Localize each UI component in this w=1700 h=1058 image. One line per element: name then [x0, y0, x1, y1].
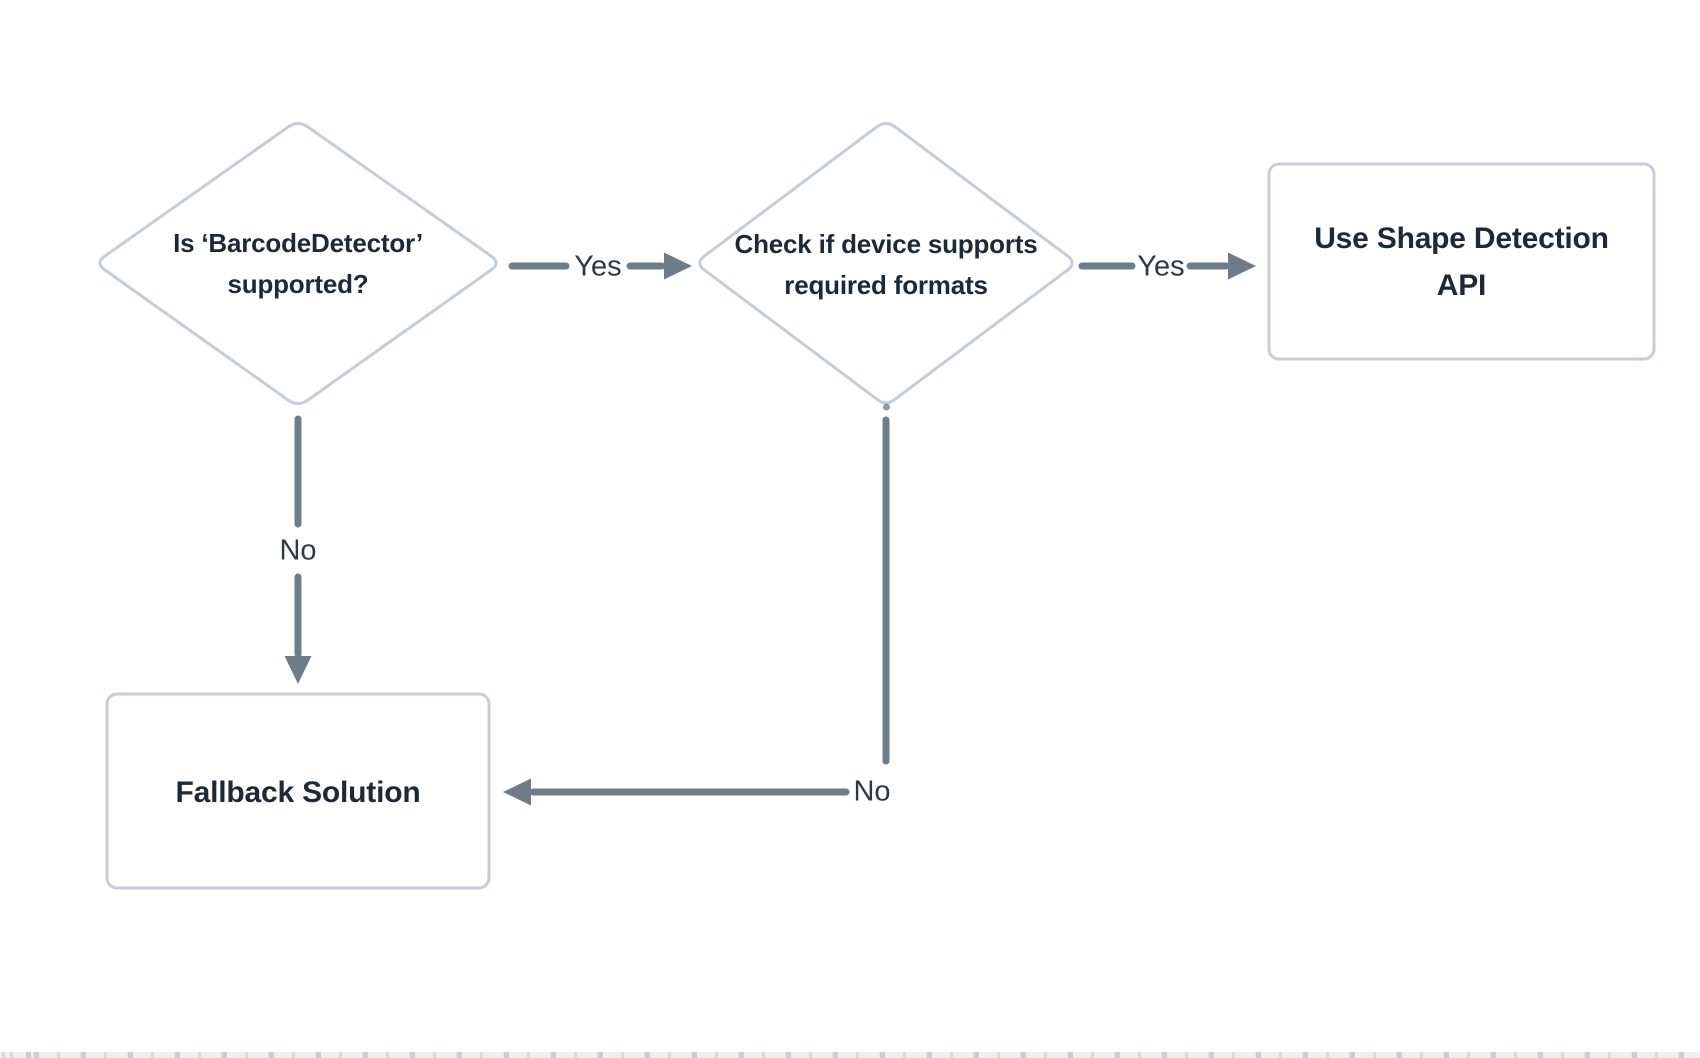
process-rect-fallback-solution	[105, 692, 491, 890]
node-label-barcodedetector: Is ‘BarcodeDetector’ supported?	[173, 228, 423, 299]
edge-label-yes-2: Yes	[1137, 250, 1185, 283]
node-label-formats: Check if device supports required format…	[734, 229, 1038, 300]
arrowhead-left-icon	[503, 778, 531, 806]
decision-diamond-formats	[698, 122, 1074, 405]
process-rect-use-shape-detection	[1267, 162, 1656, 361]
ruler-strip	[0, 1052, 1700, 1058]
arrowhead-right-icon	[664, 252, 692, 280]
edge-label-no-2: No	[853, 775, 891, 808]
edge-label-no-1: No	[279, 534, 317, 567]
decision-diamond-barcodedetector	[98, 121, 498, 406]
edge-start-dot	[883, 403, 890, 411]
arrowhead-right-icon	[1228, 252, 1256, 280]
arrowhead-down-icon	[284, 656, 312, 684]
node-label-fallback-solution: Fallback Solution	[175, 775, 421, 809]
node-label-use-shape-detection: Use Shape Detection API	[1314, 222, 1609, 302]
edge-label-yes-1: Yes	[574, 250, 622, 283]
